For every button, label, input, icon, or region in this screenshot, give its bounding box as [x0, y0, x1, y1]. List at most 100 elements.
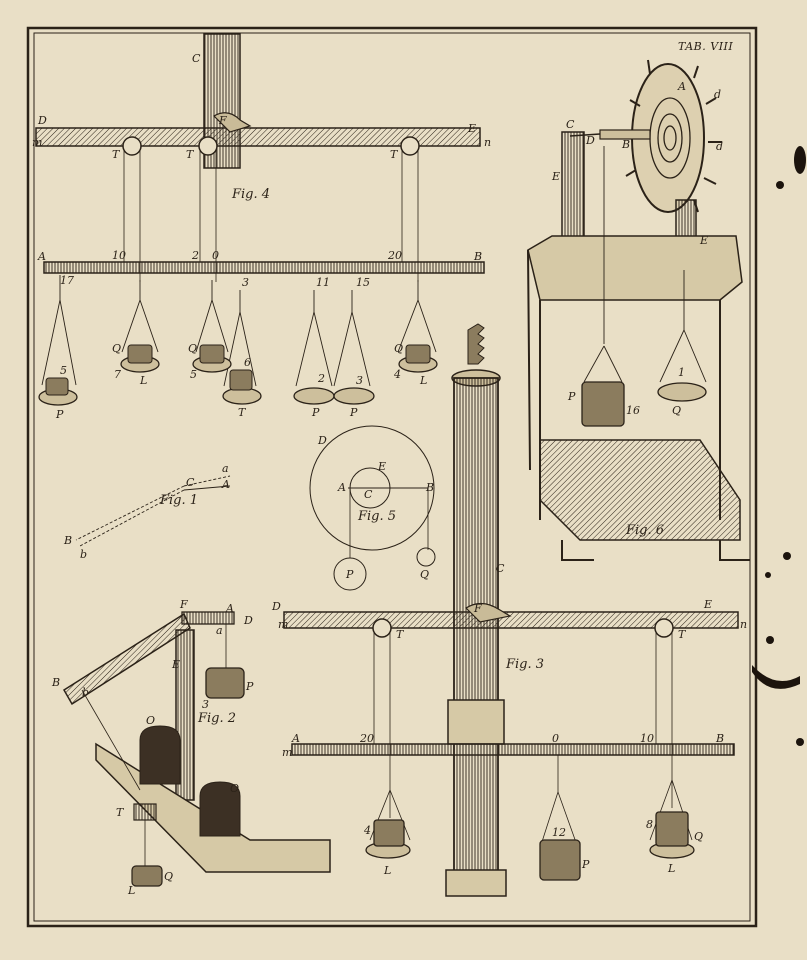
- fig3-upper-beam: [283, 611, 739, 629]
- fig4-label-T3: T: [390, 148, 399, 161]
- fig2-block-O2: [199, 781, 241, 837]
- fig2: F A a D B b E P 3 Fig. 2 O O T Q L: [51, 598, 331, 897]
- fig2-label-B: B: [51, 676, 60, 689]
- fig3-label-m2: m: [282, 746, 292, 759]
- fig6: A d d C D B E E P 16 1 Q Fig. 6: [527, 59, 750, 561]
- fig4-pan-num-5b: 5: [190, 368, 197, 381]
- fig6-table-top: [527, 235, 743, 301]
- fig3-num-20: 20: [359, 732, 374, 745]
- fig3-label-L1: L: [383, 864, 391, 877]
- fig3-num-4: 4: [363, 824, 371, 837]
- fig6-pan: [657, 382, 707, 402]
- fig3-label-F: F: [473, 602, 482, 615]
- fig4-num-17: 17: [60, 274, 74, 287]
- fig2-weight-Q: [131, 865, 163, 887]
- fig6-base: [539, 439, 741, 541]
- fig4-label-A: A: [37, 250, 46, 263]
- fig6-label-P: P: [567, 390, 576, 403]
- fig1-label-b: b: [80, 548, 87, 561]
- fig3-label-A: A: [291, 732, 300, 745]
- fig4-label-B: B: [473, 250, 482, 263]
- fig2-label-F: F: [179, 598, 188, 611]
- fig4-pan-num-7: 7: [114, 368, 121, 381]
- fig1-label-C: C: [186, 476, 195, 489]
- fig2-label-L: L: [127, 884, 135, 897]
- fig4-pulley-1: [122, 136, 142, 156]
- fig4-label-Q1: Q: [112, 342, 121, 355]
- fig2-base-board: [95, 742, 331, 873]
- fig1: a C A B b Fig. 1: [63, 462, 231, 561]
- fig4-label-P2: P: [311, 406, 320, 419]
- fig2-weight-P: [205, 667, 245, 699]
- fig5: D E A C B P Q Fig. 5: [309, 425, 436, 591]
- fig5-label-B: B: [425, 481, 434, 494]
- fig3-num-12: 12: [552, 826, 566, 839]
- fig3-caption: Fig. 3: [505, 657, 544, 672]
- plate-title: TAB. VIII: [678, 40, 733, 53]
- fig5-weight-P: [333, 557, 367, 591]
- fig5-caption: Fig. 5: [357, 509, 396, 524]
- plate-border-inner: [33, 32, 751, 922]
- fig5-outer-circle: [309, 425, 435, 551]
- fig4-label-P1: P: [55, 408, 64, 421]
- fig4-label-Q3: Q: [394, 342, 403, 355]
- fig4-num-3: 3: [242, 276, 249, 289]
- fig4-label-Q2: Q: [188, 342, 197, 355]
- plate-border-outer: [26, 26, 758, 928]
- fig4-pan-5: [293, 387, 335, 405]
- fig2-label-A: A: [225, 602, 234, 615]
- fig4-label-P3: P: [349, 406, 358, 419]
- fig3-label-T2: T: [678, 628, 687, 641]
- fig5-label-Q: Q: [420, 568, 429, 581]
- fig4-pan-num-2: 2: [317, 372, 325, 385]
- fig2-block-O1: [139, 725, 181, 785]
- fig6-label-1: 1: [678, 366, 685, 379]
- fig1-label-A: A: [221, 478, 230, 491]
- fig4-label-T4: T: [238, 406, 247, 419]
- fig2-label-E: E: [171, 658, 180, 671]
- fig6-label-B: B: [621, 138, 630, 151]
- fig3-lever: [291, 743, 735, 756]
- fig3-column: [453, 377, 499, 895]
- ink-blots: [752, 146, 806, 746]
- fig3-label-L2: L: [667, 862, 675, 875]
- fig4-label-T2: T: [186, 148, 195, 161]
- fig4-pulley-3: [400, 136, 420, 156]
- fig4-num-0: 0: [212, 249, 219, 262]
- fig4-pan-num-6: 6: [244, 356, 251, 369]
- fig6-bucket: [581, 381, 625, 427]
- fig5-label-A: A: [337, 481, 346, 494]
- fig4-label-m: m: [32, 136, 42, 149]
- fig3-label-C: C: [496, 562, 505, 575]
- fig2-label-D: D: [243, 614, 253, 627]
- fig4-caption: Fig. 4: [231, 187, 270, 202]
- fig3-label-B: B: [715, 732, 724, 745]
- fig6-label-D: D: [585, 134, 595, 147]
- fig6-label-E1: E: [551, 170, 560, 183]
- fig1-label-B: B: [63, 534, 72, 547]
- fig4-label-L2: L: [419, 374, 427, 387]
- fig3-fulcrum: [465, 602, 512, 623]
- fig3-label-D: D: [271, 600, 281, 613]
- fig4-label-L1: L: [139, 374, 147, 387]
- fig1-label-a: a: [222, 462, 229, 475]
- fig3-label-P: P: [581, 858, 590, 871]
- fig5-label-P: P: [345, 568, 354, 581]
- fig4-num-20: 20: [387, 249, 402, 262]
- fig1-caption: Fig. 1: [159, 493, 198, 508]
- fig3-label-E: E: [703, 598, 712, 611]
- fig6-label-d2: d: [716, 140, 723, 153]
- fig3-label-T1: T: [396, 628, 405, 641]
- fig5-label-C: C: [364, 488, 373, 501]
- fig4-num-15: 15: [356, 276, 370, 289]
- fig4-label-F: F: [218, 114, 227, 127]
- fig3-label-m: m: [278, 618, 288, 631]
- fig4-num-11: 11: [316, 276, 330, 289]
- fig2-label-O1: O: [146, 714, 155, 727]
- fig4-label-E: E: [467, 122, 476, 135]
- fig4-num-10: 10: [112, 249, 126, 262]
- fig4-pulley-2: [198, 136, 218, 156]
- fig4-pan-6: [333, 387, 375, 405]
- fig6-label-16: 16: [626, 404, 640, 417]
